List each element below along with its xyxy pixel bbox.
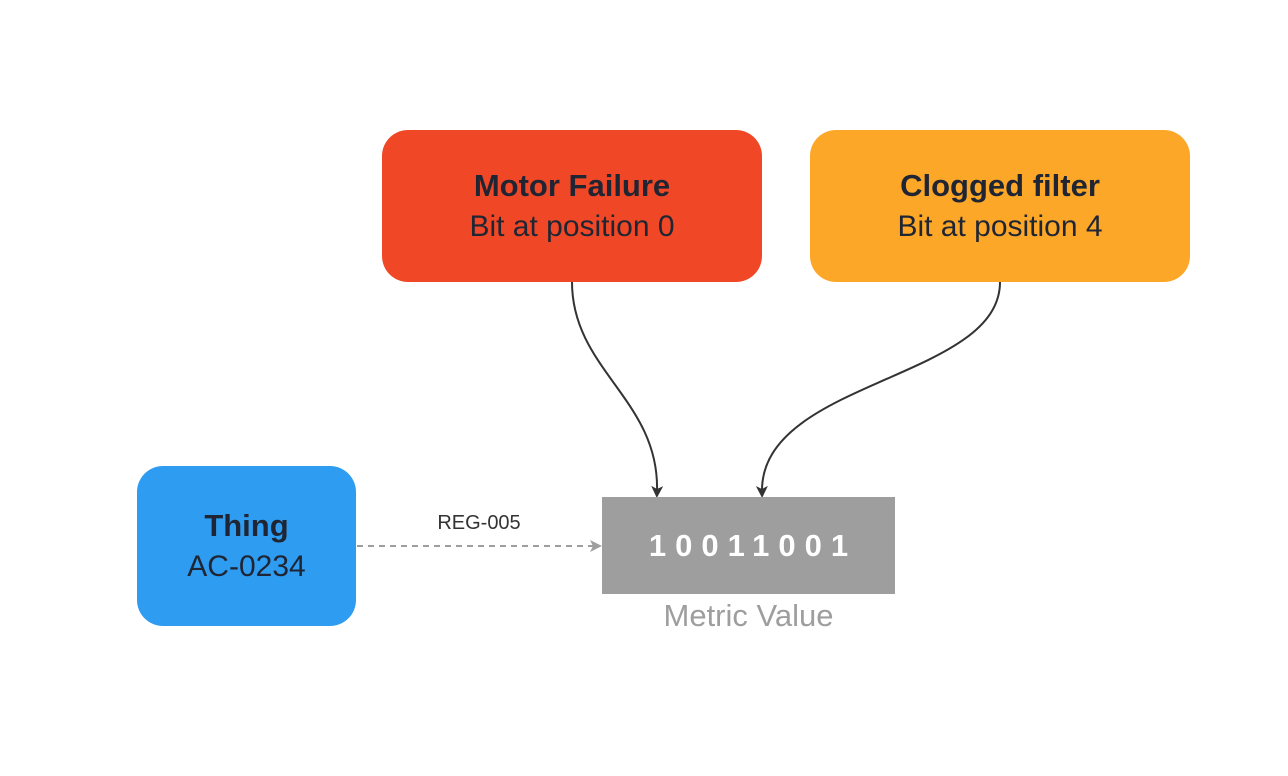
edge-label: REG-005 (437, 512, 521, 534)
node-subtitle: AC-0234 (187, 549, 306, 583)
node-motor-failure: Motor Failure Bit at position 0 (382, 130, 762, 282)
node-title: Thing (204, 507, 289, 543)
metric-caption: Metric Value (663, 598, 834, 633)
edge-filter-to-metric (755, 281, 1001, 498)
node-subtitle: Bit at position 0 (469, 209, 675, 243)
node-title: Motor Failure (473, 167, 671, 203)
edge-motor-to-metric (571, 281, 664, 498)
node-subtitle: Bit at position 4 (897, 209, 1103, 243)
node-clogged-filter: Clogged filter Bit at position 4 (810, 130, 1190, 282)
metric-value-box: 10011001 (602, 497, 895, 594)
node-title: Clogged filter (900, 167, 1100, 203)
node-thing: Thing AC-0234 (137, 466, 356, 626)
